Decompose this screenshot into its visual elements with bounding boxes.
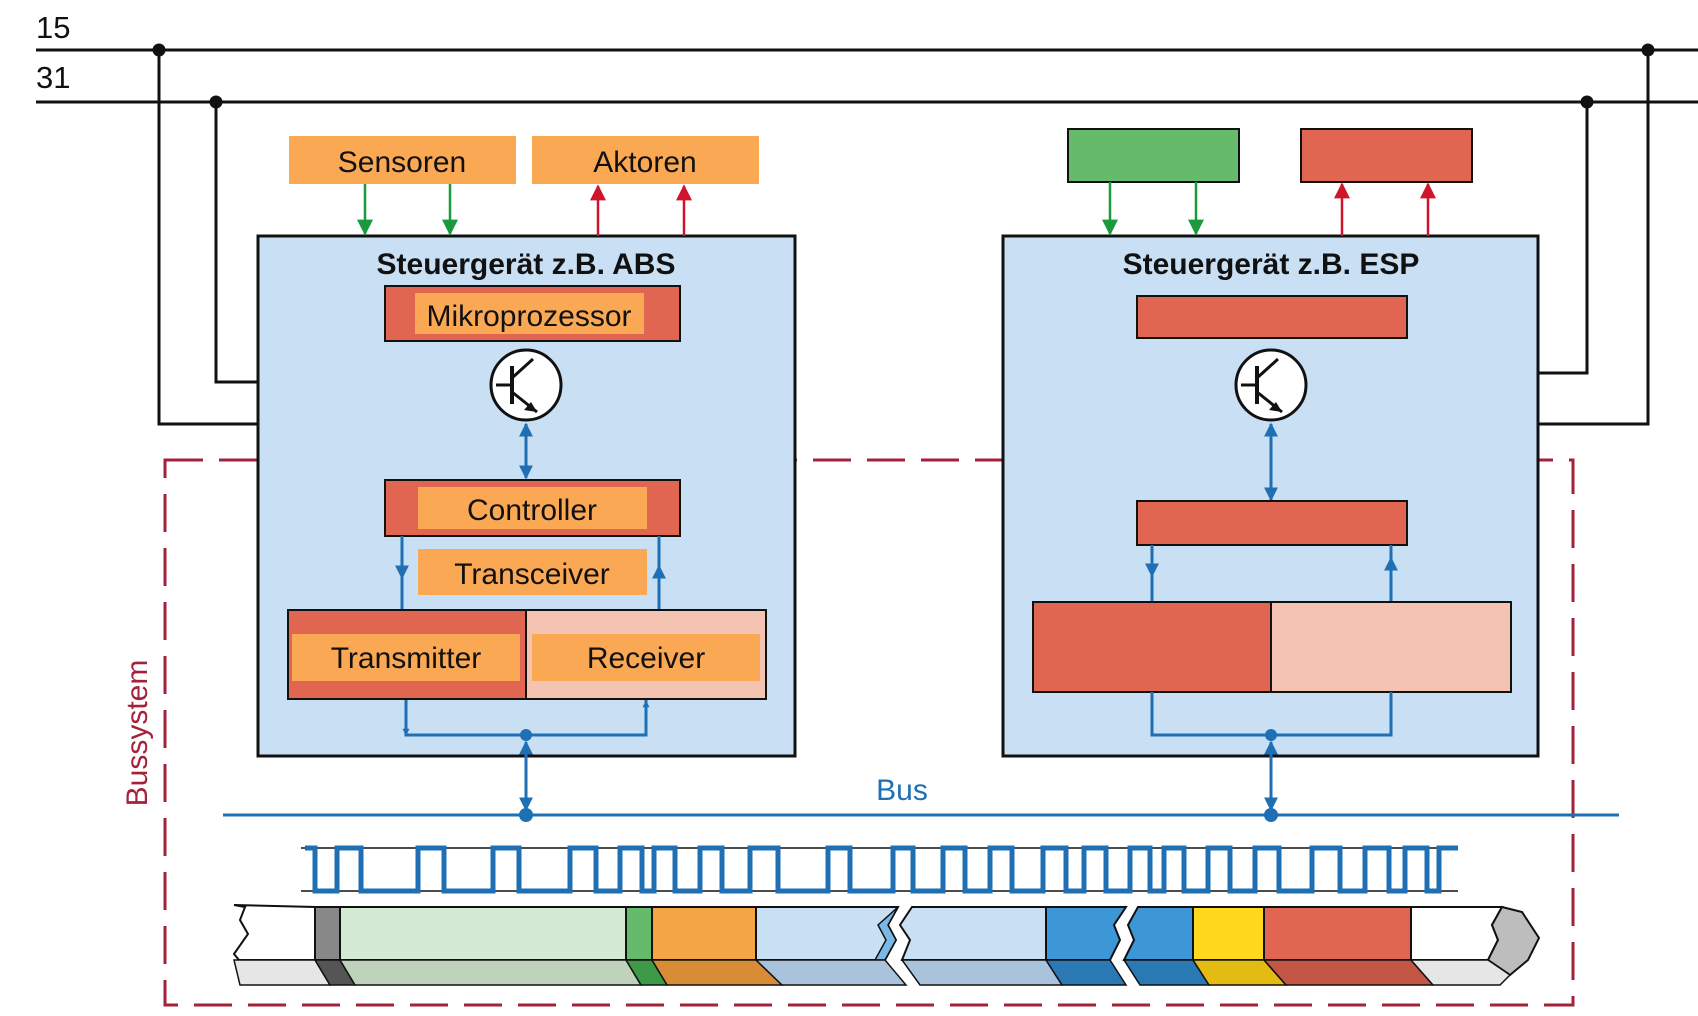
junction-dot (1264, 808, 1278, 822)
bus-line: Bus (223, 740, 1619, 822)
junction-dot (152, 43, 166, 57)
waveform-trace (305, 845, 1458, 894)
rail-15-left-connection (157, 50, 259, 426)
receiver-label: Receiver (587, 642, 705, 675)
frame-crc-bottom-1 (1044, 959, 1128, 986)
actuators-block-right (1300, 128, 1473, 183)
segment-start-of-frame (314, 906, 341, 961)
signal-waveform (301, 845, 1458, 894)
transceiver-block (418, 549, 647, 595)
segment-control (651, 906, 757, 961)
transmitter-label: Transmitter (331, 642, 482, 675)
transmitter-block-right (1032, 601, 1272, 693)
segment-acknowledge (1192, 906, 1265, 961)
controller-label: Controller (467, 494, 597, 527)
sensors-block-right (1067, 128, 1240, 183)
rail-31-label: 31 (36, 60, 70, 95)
segment-end-of-frame (1263, 906, 1412, 961)
io-right (1067, 128, 1473, 236)
junction-dot (1641, 43, 1655, 57)
power-rails: 15 31 (36, 10, 1698, 426)
receiver-block-right (1270, 601, 1512, 693)
rail-31-right-connection (1538, 102, 1589, 375)
sensors-block (289, 136, 516, 184)
rail-15-label: 15 (36, 10, 70, 45)
frame-data-bottom-2 (900, 959, 1064, 986)
transmitter-inner (292, 634, 520, 681)
sensors-label: Sensoren (338, 146, 466, 179)
receiver-inner (532, 634, 760, 681)
junction-dot (520, 729, 532, 741)
controller-inner (418, 487, 647, 529)
microprocessor-inner (415, 293, 644, 334)
segment-arbitration (339, 906, 627, 961)
ecu-right: Steuergerät z.B. ESP (1001, 234, 1540, 758)
frame-end-bottom (1409, 959, 1512, 986)
segment-control-bit (625, 906, 653, 961)
bus-system-boundary (163, 458, 1575, 1007)
actuators-block (532, 136, 759, 184)
frame-arbitration-bottom (338, 959, 643, 986)
controller-block-right (1136, 500, 1408, 546)
rail-31-left-connection (214, 102, 259, 384)
frame-start-cap (232, 904, 316, 961)
frame-segments-strip (232, 904, 1541, 986)
actuators-label: Aktoren (593, 146, 696, 179)
ecu-left: Steuergerät z.B. ABS Mikroprozessor Cont… (256, 234, 797, 758)
frame-data-bottom-1 (754, 959, 908, 986)
junction-dot (519, 808, 533, 822)
frame-eof-bottom (1262, 959, 1435, 986)
bus-system-label: Bussystem (121, 660, 154, 807)
ecu-right-title: Steuergerät z.B. ESP (1123, 248, 1420, 281)
segment-crc-part2 (1122, 906, 1194, 961)
ecu-left-title: Steuergerät z.B. ABS (377, 248, 676, 281)
microprocessor-block-right (1136, 295, 1408, 339)
io-left: Sensoren Aktoren (289, 136, 759, 236)
junction-dot (1580, 95, 1594, 109)
rail-15-right-connection (1538, 50, 1650, 426)
junction-dot (1265, 729, 1277, 741)
segment-data-part1 (755, 906, 900, 961)
frame-start-bottom (233, 959, 332, 986)
segment-crc-part1 (1045, 906, 1128, 961)
transistor-icon (489, 348, 563, 422)
transistor-icon (1234, 348, 1308, 422)
microprocessor-label: Mikroprozessor (426, 300, 631, 333)
frame-end-segment (1410, 906, 1504, 961)
junction-dot (209, 95, 223, 109)
transceiver-label: Transceiver (454, 558, 610, 591)
bus-label: Bus (876, 774, 928, 807)
segment-data-part2 (898, 906, 1047, 961)
